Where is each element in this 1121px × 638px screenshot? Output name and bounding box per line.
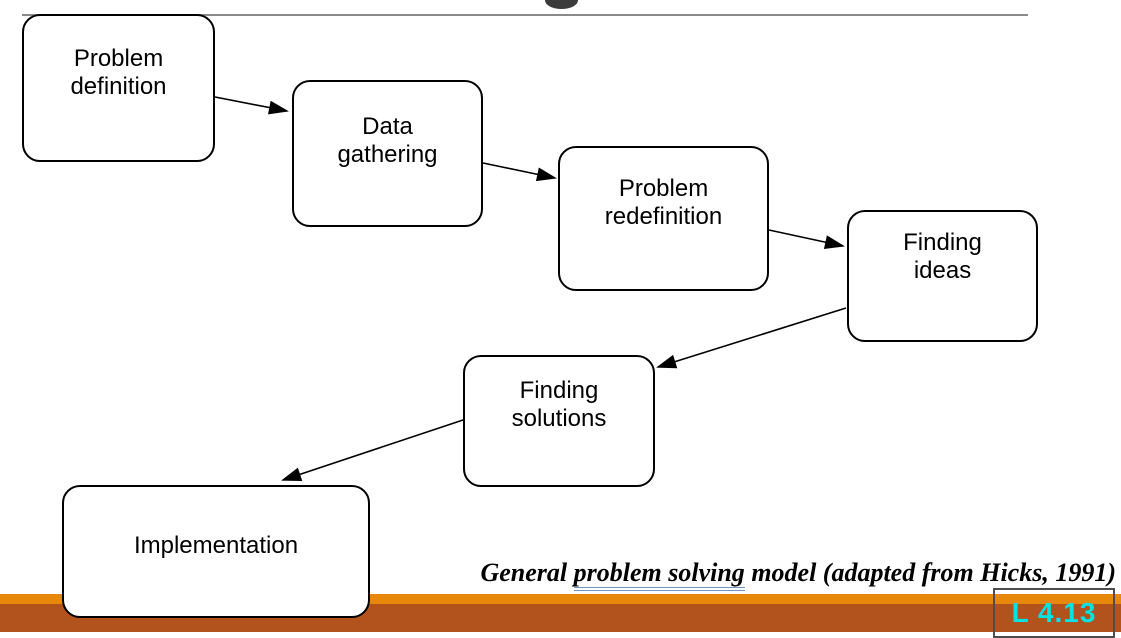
title-letter-fragment xyxy=(545,0,578,9)
node-label-line: Implementation xyxy=(133,532,299,559)
node-label-line: Problem xyxy=(618,175,709,202)
node-label-line: Finding xyxy=(519,377,599,404)
arrow-definition-to-gathering xyxy=(214,96,289,115)
node-label-line: Finding xyxy=(903,229,982,256)
arrow-gathering-to-redefinition xyxy=(482,162,557,182)
node-label-line: gathering xyxy=(337,141,438,168)
caption-prefix: General xyxy=(480,558,574,587)
caption-suffix: model (adapted from Hicks, 1991) xyxy=(744,558,1116,587)
arrow-ideas-to-solutions xyxy=(656,307,847,369)
flow-node-problem-redefinition: Problem redefinition xyxy=(558,146,769,291)
node-label-line: definition xyxy=(70,73,167,100)
arrow-redefinition-to-ideas xyxy=(768,229,845,250)
caption-underlined-text: problem solving xyxy=(573,558,745,591)
title-separator-line xyxy=(22,14,1028,16)
node-label-line: Data xyxy=(362,113,413,140)
arrow-solutions-to-implementation xyxy=(281,419,464,481)
flow-node-problem-definition: Problem definition xyxy=(22,14,215,162)
flow-node-implementation: Implementation xyxy=(62,485,370,618)
node-label-line: ideas xyxy=(913,257,972,284)
slide-number-badge: L 4.13 xyxy=(993,588,1115,638)
slide-number-label: L 4.13 xyxy=(1011,597,1097,628)
node-label-line: Problem xyxy=(73,45,164,72)
node-label-line: solutions xyxy=(511,405,607,432)
flow-node-data-gathering: Data gathering xyxy=(292,80,483,227)
flow-node-finding-ideas: Finding ideas xyxy=(847,210,1038,342)
footer-orange-stripe xyxy=(0,594,1121,604)
node-label-line: redefinition xyxy=(604,203,723,230)
flow-node-finding-solutions: Finding solutions xyxy=(463,355,655,487)
figure-caption: General problem solving model (adapted f… xyxy=(480,558,1116,592)
